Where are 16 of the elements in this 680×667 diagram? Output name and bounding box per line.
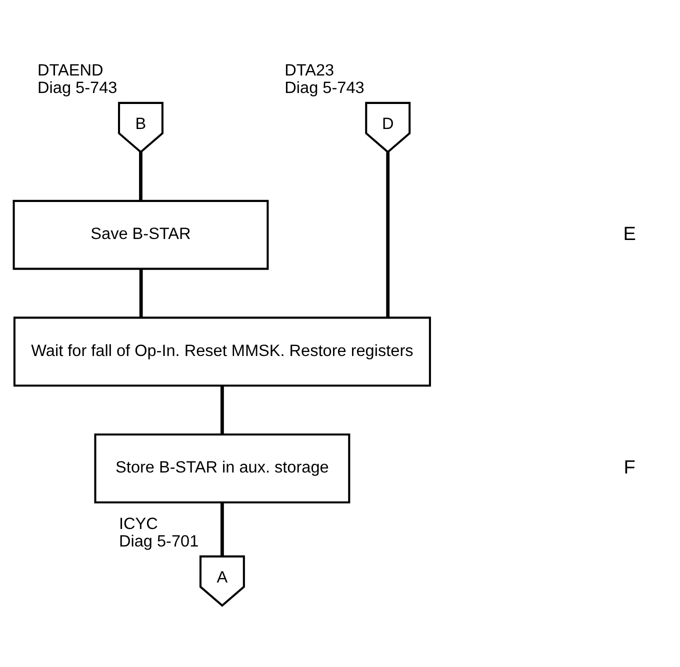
node-label: Diag 5-743 [284, 78, 364, 97]
connector [139, 152, 142, 200]
node-label: DTAEND [38, 60, 104, 79]
connector [220, 386, 224, 434]
node-box: Save B-STAR [12, 199, 269, 270]
connector [139, 268, 143, 317]
label: E [623, 223, 636, 244]
node-label: Diag 5-743 [38, 78, 118, 97]
node-label: ICYC [119, 514, 158, 532]
node-label: Diag 5-701 [119, 532, 199, 550]
node-label: DTA23 [284, 60, 334, 79]
node-box: Store B-STAR in aux. storage [94, 432, 350, 503]
label: F [624, 456, 636, 478]
connector [386, 152, 390, 318]
connector [220, 502, 224, 556]
node-box: Wait for fall of Op-In. Reset MMSK. Restore registers [13, 316, 431, 386]
